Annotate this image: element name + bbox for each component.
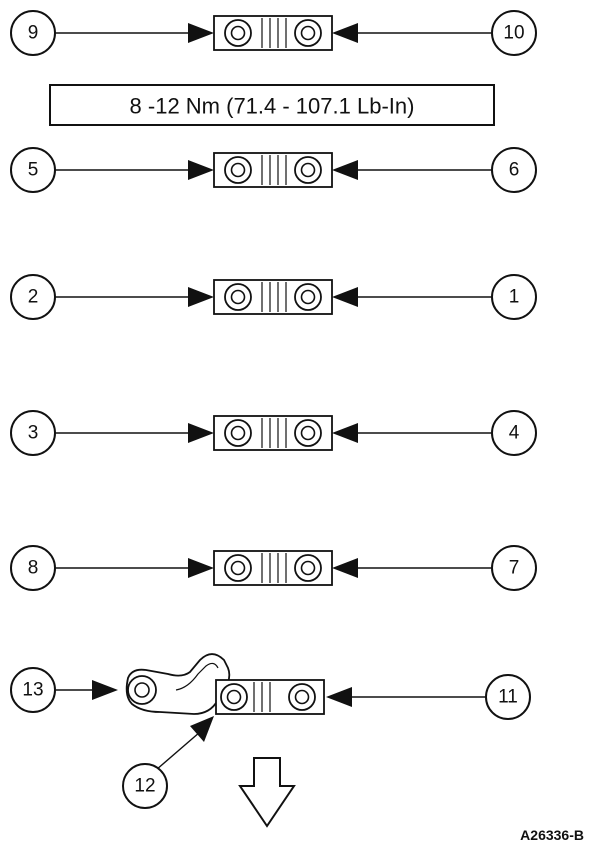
callout-7: 7 <box>491 545 537 591</box>
bracket-rib-line <box>175 662 219 691</box>
svg-text:7: 7 <box>509 558 520 579</box>
callout-3: 3 <box>10 410 56 456</box>
arrowhead-13 <box>92 680 118 700</box>
arrowhead-right <box>332 558 358 578</box>
svg-text:6: 6 <box>509 160 520 181</box>
arrowhead-12 <box>190 716 214 742</box>
svg-text:1: 1 <box>509 287 520 308</box>
svg-text:12: 12 <box>134 776 155 797</box>
callout-11: 11 <box>485 674 531 720</box>
bolt-right-center <box>300 25 316 41</box>
callout-1: 1 <box>491 274 537 320</box>
arrowhead-11 <box>326 687 352 707</box>
leader-line-12 <box>155 731 201 771</box>
bottom-row: 13 11 12 <box>10 653 531 809</box>
callout-10: 10 <box>491 10 537 56</box>
bolt-left-center <box>230 162 246 178</box>
arrowhead-left <box>188 23 214 43</box>
bolt-11-center <box>294 689 310 705</box>
svg-text:8: 8 <box>28 558 39 579</box>
bolt-right-center <box>300 162 316 178</box>
bolt-left-center <box>230 25 246 41</box>
bolt-left-center <box>230 560 246 576</box>
torque-spec-label: 8 -12 Nm (71.4 - 107.1 Lb-In) <box>49 84 495 126</box>
arrowhead-right <box>332 287 358 307</box>
callout-6: 6 <box>491 147 537 193</box>
bolt-right-center <box>300 289 316 305</box>
tightening-row: 9 10 <box>10 10 537 56</box>
bolt-12-center <box>226 689 242 705</box>
svg-text:3: 3 <box>28 423 39 444</box>
bolt-left-center <box>230 425 246 441</box>
arrowhead-right <box>332 23 358 43</box>
arrowhead-left <box>188 558 214 578</box>
bolt-right-center <box>300 560 316 576</box>
svg-text:13: 13 <box>22 680 43 701</box>
svg-text:4: 4 <box>509 423 520 444</box>
callout-2: 2 <box>10 274 56 320</box>
svg-text:5: 5 <box>28 160 39 181</box>
callout-9: 9 <box>10 10 56 56</box>
torque-spec-text: 8 -12 Nm (71.4 - 107.1 Lb-In) <box>130 94 415 119</box>
arrowhead-right <box>332 423 358 443</box>
bolt-left-center <box>230 289 246 305</box>
callout-12: 12 <box>122 763 168 809</box>
svg-text:10: 10 <box>503 23 524 44</box>
callout-4: 4 <box>491 410 537 456</box>
arrowhead-left <box>188 423 214 443</box>
callout-5: 5 <box>10 147 56 193</box>
bolt-right-center <box>300 425 316 441</box>
callout-13: 13 <box>10 667 56 713</box>
svg-text:2: 2 <box>28 287 39 308</box>
callout-8: 8 <box>10 545 56 591</box>
figure-reference: A26336-B <box>520 827 584 843</box>
down-arrow-icon <box>238 757 296 828</box>
svg-text:11: 11 <box>498 687 518 708</box>
svg-text:9: 9 <box>28 23 39 44</box>
bolt-13-center <box>134 682 150 698</box>
arrowhead-right <box>332 160 358 180</box>
arrowhead-left <box>188 287 214 307</box>
arrowhead-left <box>188 160 214 180</box>
